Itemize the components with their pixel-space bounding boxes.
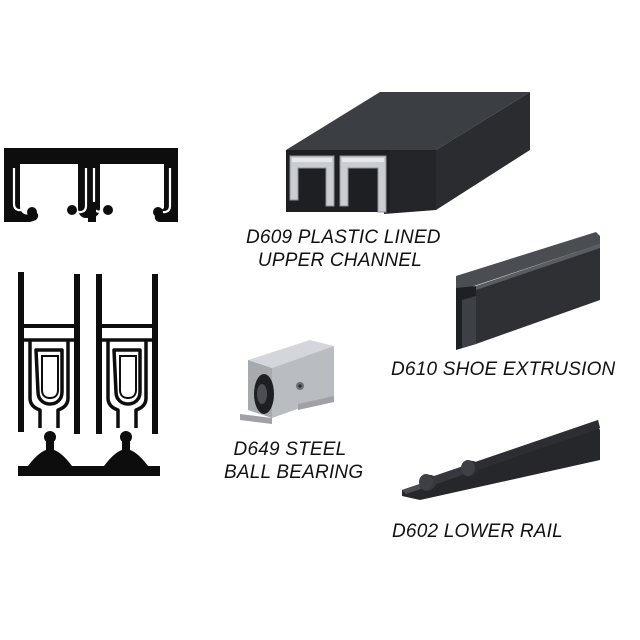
lower-rail-caption: D602 LOWER RAIL bbox=[392, 520, 563, 543]
upper-channel-caption-line2: UPPER CHANNEL bbox=[257, 250, 423, 271]
shoe-extrusion-caption-line1: D610 SHOE EXTRUSION bbox=[391, 359, 616, 380]
upper-channel-caption-line1: D609 PLASTIC LINED bbox=[246, 227, 441, 248]
ball-bearing-caption: D649 STEEL BALL BEARING bbox=[224, 438, 364, 484]
ball-bearing-caption-line1: D649 STEEL bbox=[233, 439, 347, 460]
ball-bearing-caption-line2: BALL BEARING bbox=[224, 462, 364, 483]
upper-channel-caption: D609 PLASTIC LINED UPPER CHANNEL bbox=[246, 226, 441, 272]
lower-rail-caption-line1: D602 LOWER RAIL bbox=[392, 521, 563, 542]
shoe-extrusion-caption: D610 SHOE EXTRUSION bbox=[391, 358, 615, 381]
